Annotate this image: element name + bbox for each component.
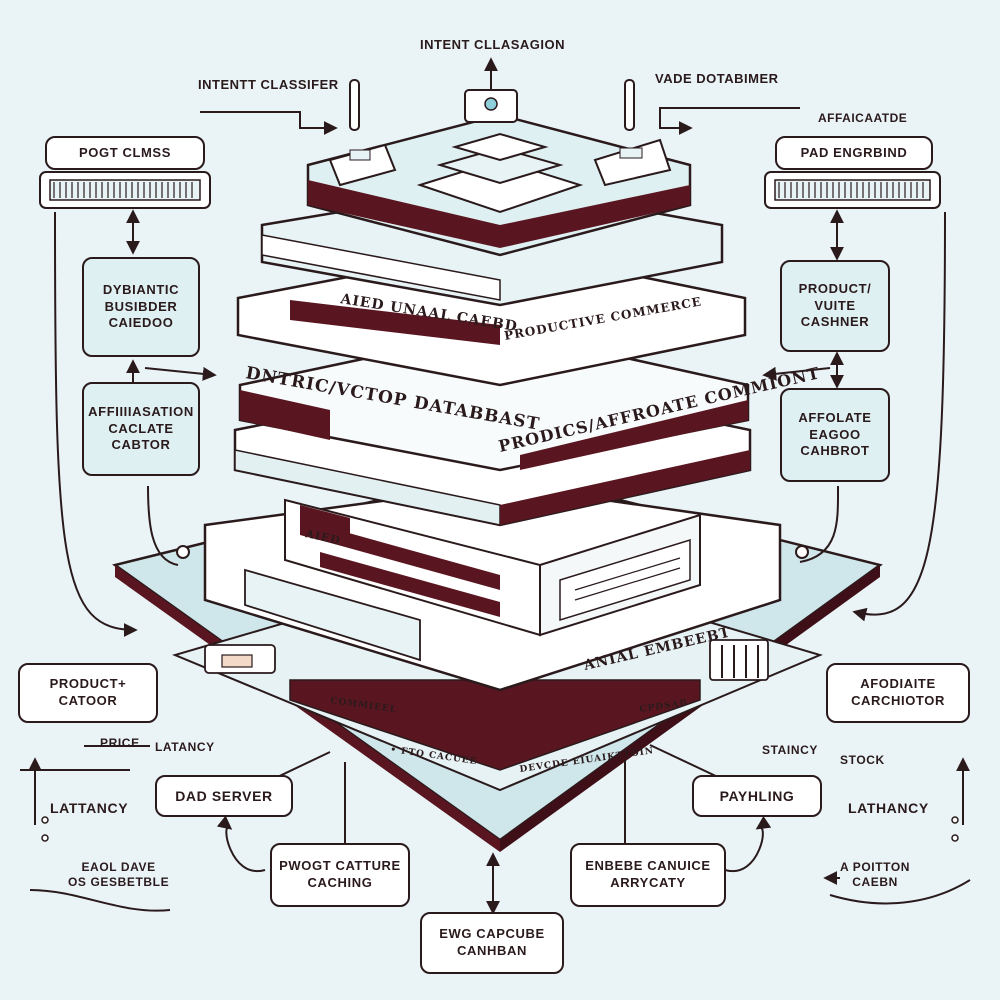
label-poitton-caebn: A POITTON CAEBN	[840, 860, 911, 889]
label-staincy: STAINCY	[762, 743, 818, 757]
box-product-vuite-cashner: PRODUCT/ VUITE CASHNER	[780, 260, 890, 352]
box-ewg-capcube: EWG CAPCUBE CANHBAN	[420, 912, 564, 974]
left-rack-grille	[39, 171, 211, 209]
box-pwogt-catture: PWOGT CATTURE CACHING	[270, 843, 410, 907]
label-intent-classifier: INTENTT CLASSIFER	[198, 77, 339, 92]
box-afodiaite-carchotor: AFODIAITE CARCHIOTOR	[826, 663, 970, 723]
connectors	[20, 57, 971, 915]
label-affaicaatde: AFFAICAATDE	[818, 111, 908, 125]
box-dad-server: DAD SERVER	[155, 775, 293, 817]
box-pogt-clmss: POGT CLMSS	[45, 136, 205, 170]
box-product-catoor: PRODUCT+ CATOOR	[18, 663, 158, 723]
label-eaol-dave: EAOL DAVE OS GESBETBLE	[68, 860, 170, 889]
right-rack-grille	[764, 171, 941, 209]
label-vade-database: VADE DOTABIMER	[655, 71, 779, 86]
box-dynamic-cache: DYBIANTIC BUSIBDER CAIEDOO	[82, 257, 200, 357]
layer-stack	[233, 89, 752, 527]
label-price: PRICE	[100, 736, 140, 750]
box-affiliation-cache: AFFIIIIASATION CACLATE CABTOR	[82, 382, 200, 476]
top-posts	[349, 79, 635, 131]
label-latancy: LATANCY	[155, 740, 215, 754]
box-affolate-eagoo-cahbrot: AFFOLATE EAGOO CAHBROT	[780, 388, 890, 482]
label-intent-classification: INTENT CLLASAGION	[420, 37, 565, 52]
box-enbebe-canuice: ENBEBE CANUICE ARRYCATY	[570, 843, 726, 907]
server-chassis	[203, 483, 782, 692]
connector-dots	[41, 816, 959, 842]
label-stock: STOCK	[840, 753, 885, 767]
label-lathancy: LATHANCY	[848, 800, 929, 816]
box-pad-engrbind: PAD ENGRBIND	[775, 136, 933, 170]
box-payhling: PAYHLING	[692, 775, 822, 817]
label-latancy-left: LATTANCY	[50, 800, 129, 816]
